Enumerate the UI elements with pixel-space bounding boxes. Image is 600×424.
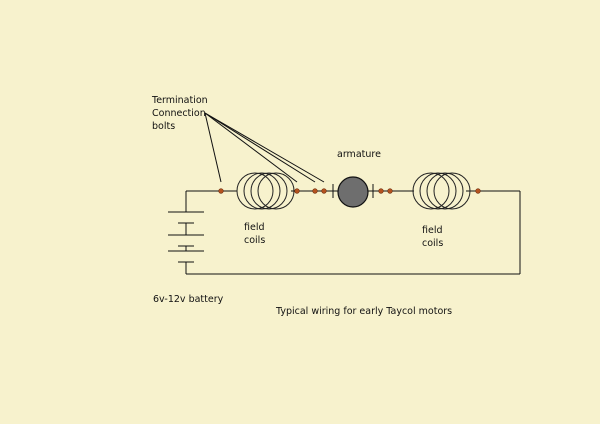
leader-line [204,112,222,183]
bolt-leader-lines [204,112,325,183]
coil-loop [250,172,288,210]
bolts-label-line2: Connection [152,108,206,119]
left-coils-label-line2: coils [244,235,265,246]
armature-rotor [337,176,369,208]
bolt [378,188,384,194]
termination-bolts [218,188,481,194]
bolts-label-line1: Termination [151,95,208,106]
bolt [387,188,393,194]
leader-line [204,112,298,183]
diagram-caption: Typical wiring for early Taycol motors [275,306,452,317]
leader-line [204,112,325,183]
coil-loop [419,172,457,210]
coil-loop [412,172,450,210]
left-field-coil [236,172,295,210]
bolt [321,188,327,194]
right-field-coil [412,172,471,210]
bolt [475,188,481,194]
armature-symbol [332,176,374,208]
bolt [294,188,300,194]
right-coils-label-line1: field [422,225,443,236]
coil-loop [236,172,274,210]
coil-loop [433,172,471,210]
bolt [218,188,224,194]
coil-loop [426,172,464,210]
bolt [312,188,318,194]
battery-label: 6v-12v battery [153,294,224,305]
coil-loop [243,172,281,210]
bolts-label-line3: bolts [152,121,175,132]
leader-line [204,112,316,183]
armature-label: armature [337,149,381,160]
left-coils-label-line1: field [244,222,265,233]
right-coils-label-line2: coils [422,238,443,249]
coil-loop [257,172,295,210]
battery-symbol [168,211,204,263]
